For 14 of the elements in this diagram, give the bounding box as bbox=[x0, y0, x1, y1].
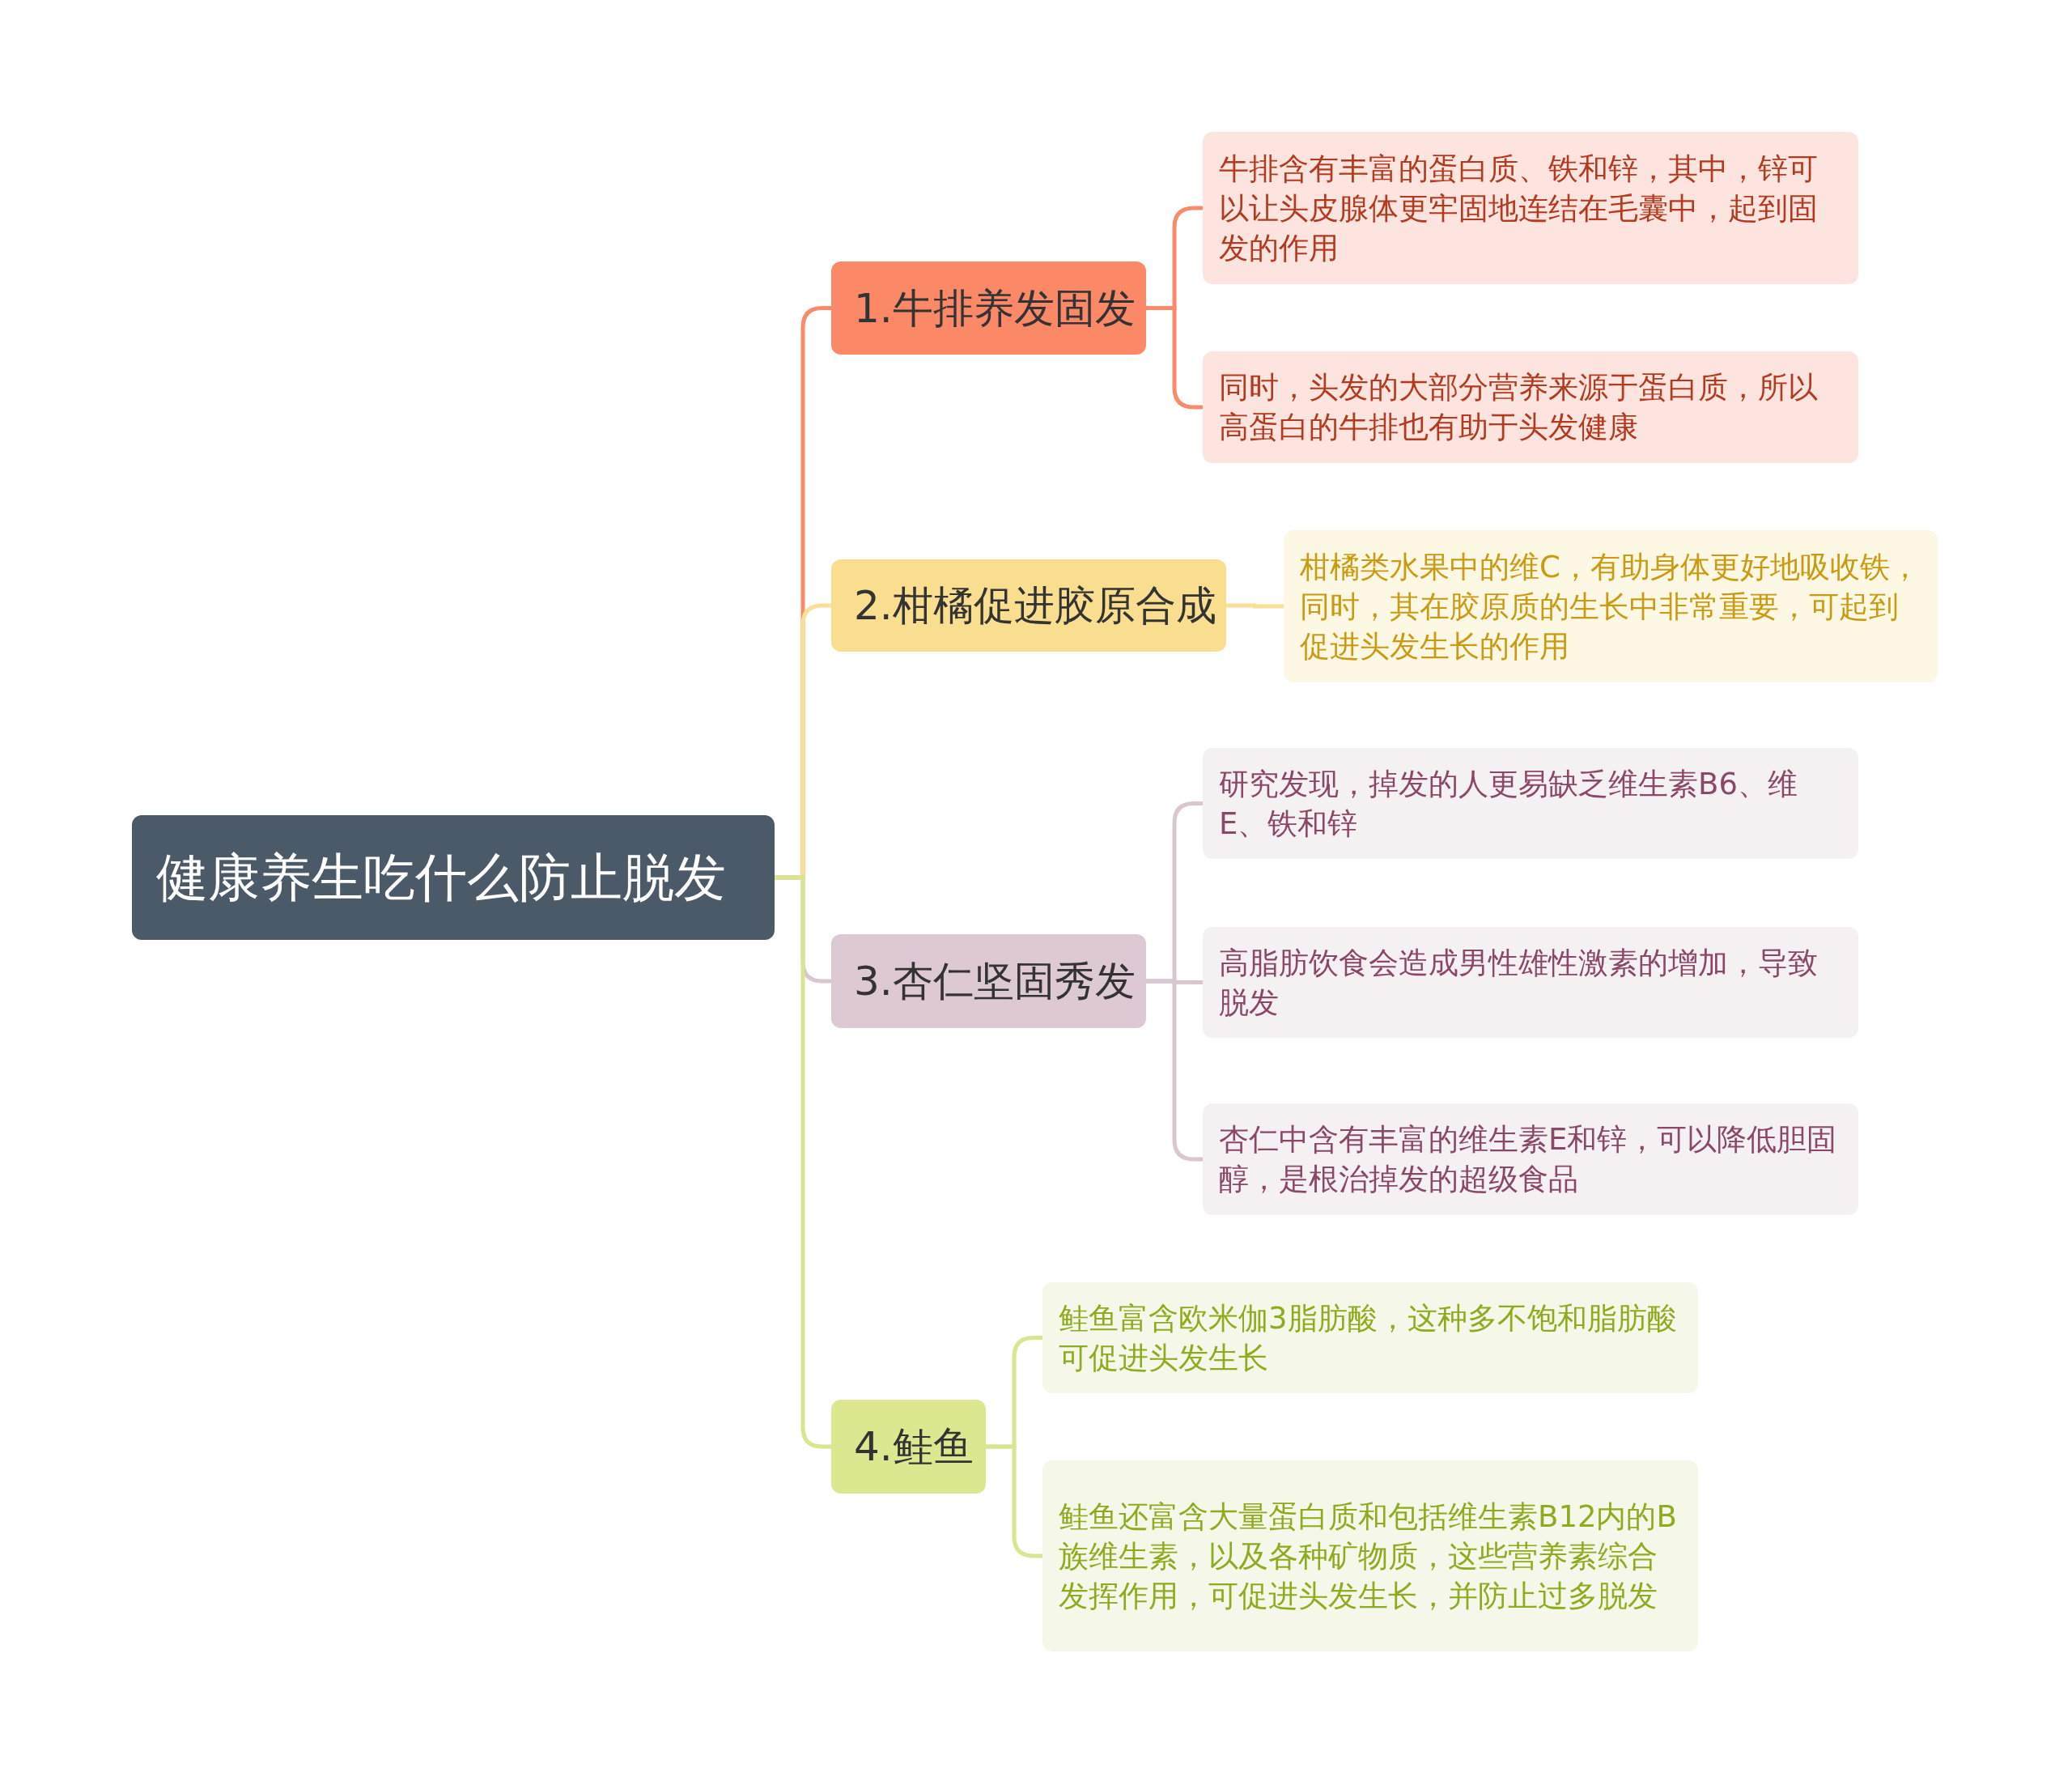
branch-topic-box: 2.柑橘促进胶原合成 bbox=[831, 559, 1226, 652]
detail-box: 研究发现，掉发的人更易缺乏维生素B6、维E、铁和锌 bbox=[1203, 748, 1858, 859]
detail-box: 高脂肪饮食会造成男性雄性激素的增加，导致脱发 bbox=[1203, 927, 1858, 1038]
branch-topic-box: 4.鲑鱼 bbox=[831, 1400, 986, 1494]
central-topic-box: 健康养生吃什么防止脱发 bbox=[132, 815, 775, 940]
detail-box: 杏仁中含有丰富的维生素E和锌，可以降低胆固醇，是根治掉发的超级食品 bbox=[1203, 1103, 1858, 1215]
detail-box: 牛排含有丰富的蛋白质、铁和锌，其中，锌可以让头皮腺体更牢固地连结在毛囊中，起到固发的作用 bbox=[1203, 132, 1858, 284]
branch-topic-box: 1.牛排养发固发 bbox=[831, 261, 1146, 355]
detail-box: 鲑鱼还富含大量蛋白质和包括维生素B12内的B族维生素，以及各种矿物质，这些营养素综合发挥作用，可促进头发生长，并防止过多脱发 bbox=[1042, 1460, 1698, 1651]
detail-box: 柑橘类水果中的维C，有助身体更好地吸收铁，同时，其在胶原质的生长中非常重要，可起到促进头发生长的作用 bbox=[1284, 530, 1938, 682]
detail-box: 同时，头发的大部分营养来源于蛋白质，所以高蛋白的牛排也有助于头发健康 bbox=[1203, 351, 1858, 463]
connector-line bbox=[1226, 603, 1284, 609]
detail-box: 鲑鱼富含欧米伽3脂肪酸，这种多不饱和脂肪酸可促进头发生长 bbox=[1042, 1282, 1698, 1393]
branch-topic-box: 3.杏仁坚固秀发 bbox=[831, 934, 1146, 1028]
